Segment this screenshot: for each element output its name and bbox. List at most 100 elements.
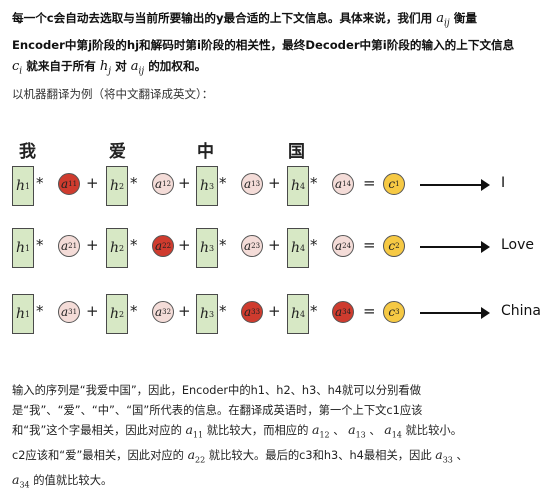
math-a: a12	[312, 422, 330, 440]
math-letter: h	[199, 240, 209, 256]
explanation-text: c2应该和“爱”最相关，因此对应的	[12, 449, 184, 463]
math-sub: 1	[24, 181, 31, 191]
intro-line-3: ci 就来自于所有 hj 对 aij 的加权和。	[12, 56, 547, 83]
math-sub: 13	[355, 430, 366, 440]
source-char: 爱	[109, 142, 126, 162]
plus-sign: +	[268, 174, 281, 192]
plus-sign: +	[268, 302, 281, 320]
intro-line-2: Encoder中第j阶段的hj和解码时第i阶段的相关性，最终Decoder中第i…	[12, 37, 515, 52]
plus-sign: +	[268, 236, 281, 254]
math-sub: 4	[299, 243, 306, 253]
math-sub: ij	[444, 18, 450, 29]
math-sub: 12	[162, 180, 172, 188]
source-char: 中	[197, 142, 214, 162]
math-letter: h	[15, 306, 25, 322]
math-sub: 11	[68, 180, 78, 188]
math-a: a11	[185, 422, 203, 440]
math-letter: a	[154, 305, 163, 319]
math-letter: a	[185, 422, 193, 438]
multiply-sign: *	[36, 236, 44, 254]
math-letter: h	[109, 178, 119, 194]
math-sub: 4	[299, 181, 306, 191]
explanation-text: 就比较小。	[405, 424, 463, 438]
math-sub: 33	[251, 308, 261, 316]
math-letter: a	[384, 422, 392, 438]
math-sub: 34	[342, 308, 352, 316]
math-sub: 1	[24, 309, 31, 319]
output-word: Love	[501, 237, 535, 253]
equals-sign: =	[363, 236, 376, 254]
math-sub: 4	[299, 309, 306, 319]
plus-sign: +	[178, 174, 191, 192]
math-sub: 14	[391, 430, 402, 440]
multiply-sign: *	[219, 236, 227, 254]
intro-text: 的加权和。	[148, 58, 207, 73]
equals-sign: =	[363, 302, 376, 320]
math-letter: a	[60, 177, 69, 191]
math-letter: c	[388, 305, 396, 319]
intro-text: 衡量	[453, 11, 477, 25]
multiply-sign: *	[36, 302, 44, 320]
explanation-line-1: 输入的序列是“我爱中国”，因此，Encoder中的h1、h2、h3、h4就可以分…	[12, 384, 422, 397]
math-sub: 31	[68, 308, 78, 316]
math-letter: a	[348, 422, 356, 438]
math-letter: a	[435, 447, 443, 463]
math-sub: 14	[342, 180, 352, 188]
plus-sign: +	[178, 236, 191, 254]
math-sub: i	[19, 66, 23, 77]
math-sub: 3	[208, 309, 215, 319]
math-a: a14	[384, 422, 402, 440]
math-sub: 22	[195, 455, 206, 465]
math-letter: a	[334, 177, 343, 191]
source-char: 我	[19, 142, 36, 162]
explanation-line-4: c2应该和“爱”最相关，因此对应的 a22 就比较大。最后的c3和h3、h4最相…	[12, 445, 547, 470]
math-letter: a	[130, 58, 139, 74]
right-arrow-icon	[420, 179, 490, 191]
math-sub: 22	[162, 242, 172, 250]
intro-text: 就来自于所有	[26, 58, 96, 73]
math-letter: a	[334, 305, 343, 319]
math-sub: 3	[208, 181, 215, 191]
right-arrow-icon	[420, 307, 490, 319]
multiply-sign: *	[219, 302, 227, 320]
source-characters: 我 爱 中 国	[0, 137, 553, 162]
math-letter: c	[12, 58, 20, 74]
math-a: a22	[187, 447, 206, 465]
multiply-sign: *	[310, 174, 318, 192]
math-sub: 24	[342, 242, 352, 250]
plus-sign: +	[86, 174, 99, 192]
math-letter: h	[99, 58, 109, 74]
intro-text: 每一个c会自动去选取与当前所要输出的y最合适的上下文信息。具体来说，我们用	[12, 11, 433, 25]
math-sub: 33	[442, 455, 453, 465]
math-letter: a	[12, 472, 20, 488]
intro-paragraph: 每一个c会自动去选取与当前所要输出的y最合适的上下文信息。具体来说，我们用 a i…	[12, 8, 547, 82]
multiply-sign: *	[130, 174, 138, 192]
math-sub: 12	[319, 430, 330, 440]
explanation-paragraph: 输入的序列是“我爱中国”，因此，Encoder中的h1、h2、h3、h4就可以分…	[12, 381, 547, 495]
math-c-i: ci	[12, 58, 23, 77]
math-letter: a	[243, 305, 252, 319]
explanation-text: 和“我”这个字最相关，因此对应的	[12, 424, 182, 438]
math-sub: 3	[395, 308, 400, 316]
math-letter: h	[109, 306, 119, 322]
math-letter: h	[290, 306, 300, 322]
intro-line-1: 每一个c会自动去选取与当前所要输出的y最合适的上下文信息。具体来说，我们用 ai…	[12, 8, 547, 35]
math-sub: 3	[208, 243, 215, 253]
multiply-sign: *	[130, 236, 138, 254]
math-letter: a	[187, 447, 196, 463]
output-word: I	[501, 175, 506, 191]
